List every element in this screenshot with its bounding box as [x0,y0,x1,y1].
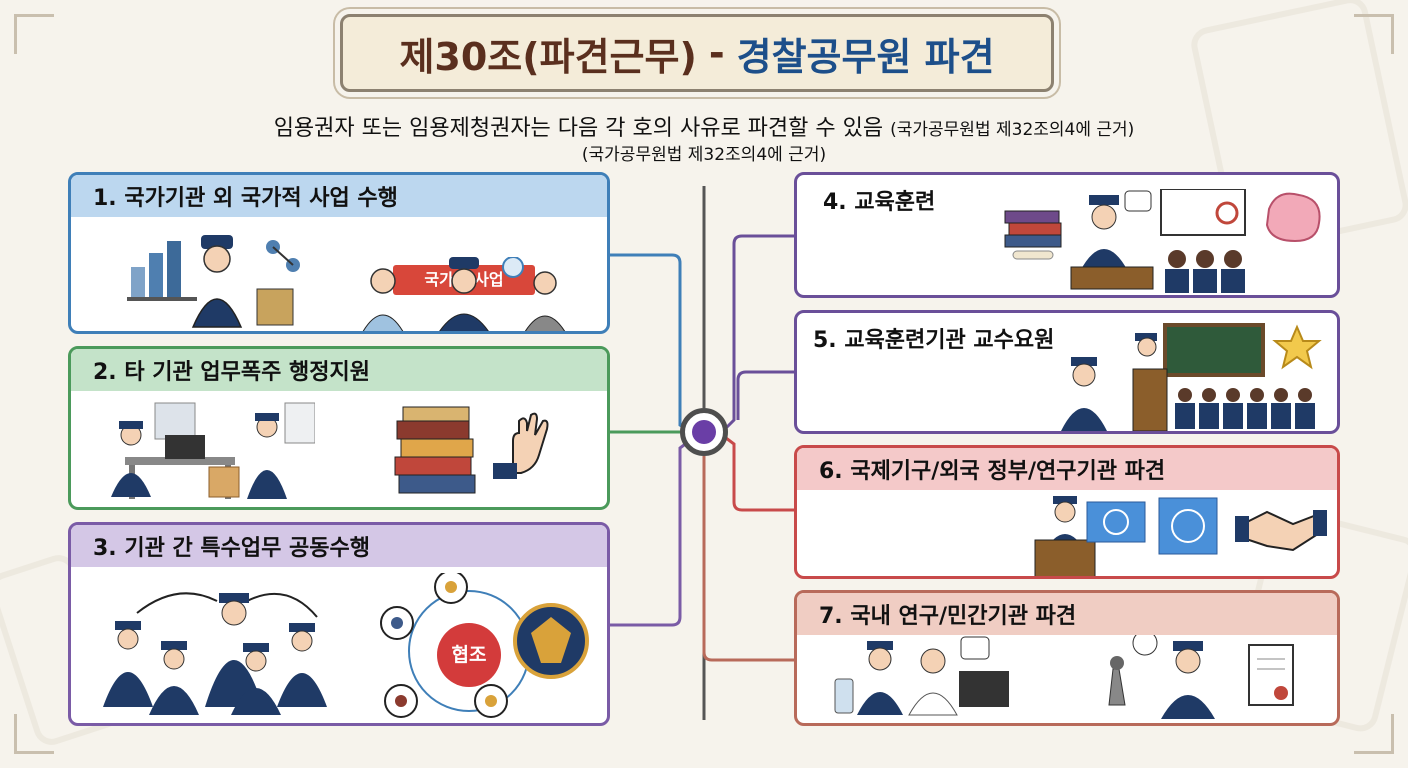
raised-hand-icon [493,412,549,479]
subtitle-main: 임용권자 또는 임용제청권자는 다음 각 호의 사유로 파견할 수 있음 [273,116,884,141]
item-6-title: 6. 국제기구/외국 정부/연구기관 파견 [797,448,1337,490]
title-separator: - [708,31,725,75]
item-5-title: 5. 교육훈련기관 교수요원 [813,328,1055,353]
connector-5 [736,370,794,420]
microscope-icon [1108,668,1126,706]
item-card-2: 2. 타 기관 업무폭주 행정지원 [68,346,610,510]
police-officer-icon [362,257,565,331]
item-card-6: 6. 국제기구/외국 정부/연구기관 파견 [794,445,1340,579]
corner-ornament [14,14,54,54]
item-card-1: 1. 국가기관 외 국가적 사업 수행 국가적 사업 [68,172,610,334]
cooperation-center: 협조 [437,623,501,687]
police-officer-icon [1061,323,1322,431]
cooperation-network [380,573,589,718]
book-stack-icon [394,406,476,494]
connector-6 [725,436,794,512]
connector-7 [702,456,794,662]
item-3-title: 3. 기관 간 특수업무 공동수행 [71,525,607,567]
corner-ornament [1354,714,1394,754]
connector-1 [610,253,689,432]
brain-icon [1265,192,1321,243]
subtitle-basis-inline: (국가공무원법 제32조의4에 근거) [890,120,1135,140]
center-hub-dot [692,420,716,444]
item-card-3: 3. 기관 간 특수업무 공동수행 협조 [68,522,610,726]
title-part1: 제30조(파견근무) [399,34,697,79]
item-7-title: 7. 국내 연구/민간기관 파견 [797,593,1337,635]
item-card-7: 7. 국내 연구/민간기관 파견 [794,590,1340,726]
corner-ornament [14,714,54,754]
corner-ornament [1354,14,1394,54]
item-4-title: 4. 교육훈련 [823,190,936,215]
police-officer-icon [1034,496,1327,576]
police-officer-icon [111,402,315,499]
subtitle-basis-line2: (국가공무원법 제32조의4에 근거) [581,145,827,165]
center-hub [680,408,728,456]
item-card-4: 4. 교육훈련 [794,172,1340,298]
subtitle: 임용권자 또는 임용제청권자는 다음 각 호의 사유로 파견할 수 있음 (국가… [0,110,1408,142]
un-flag-icon [1158,497,1218,555]
police-officer-icon [103,592,327,715]
police-officer-icon [127,235,300,328]
connector-3 [610,440,689,627]
police-officer-icon [834,635,1294,719]
item-2-title: 2. 타 기관 업무폭주 행정지원 [71,349,607,391]
item-card-5: 5. 교육훈련기관 교수요원 [794,310,1340,434]
title-part2: 경찰공무원 파견 [736,34,995,79]
un-flag-icon [1086,501,1146,543]
star-icon [1272,324,1322,370]
handshake-icon [1242,510,1323,552]
page-title: 제30조(파견근무) - 경찰공무원 파견 [340,14,1054,92]
connector-4 [724,234,794,430]
item-1-title: 1. 국가기관 외 국가적 사업 수행 [71,175,607,217]
police-officer-icon [1004,189,1321,293]
